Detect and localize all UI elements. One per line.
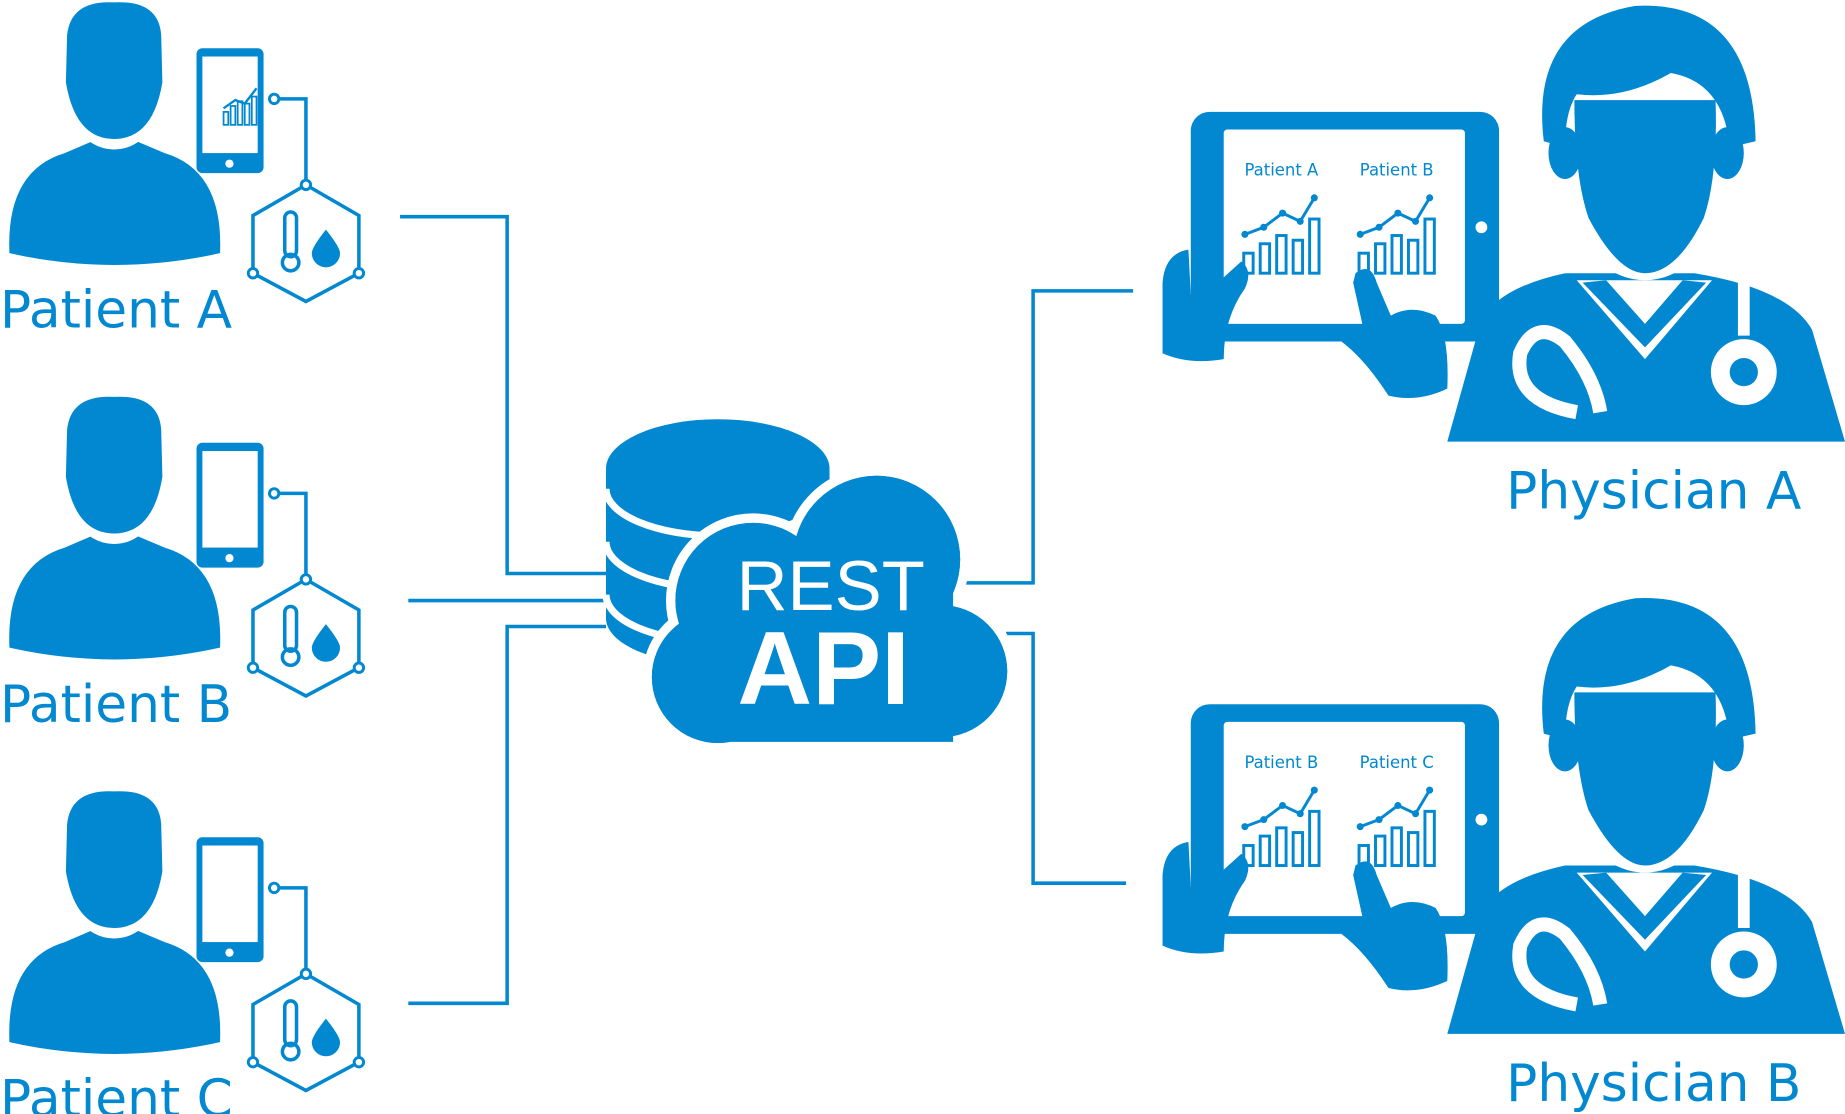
physician-node: Patient B Patient C Physician B	[1162, 597, 1845, 1114]
person-icon	[9, 791, 221, 1054]
patient-node: Patient C	[0, 791, 366, 1114]
connector-physician-b	[1006, 631, 1127, 885]
connectors	[400, 214, 1134, 1006]
patient-label: Patient C	[0, 1069, 233, 1114]
smartphone-icon	[196, 837, 264, 963]
connector-patient-a	[400, 214, 606, 576]
drop-icon	[311, 1018, 341, 1057]
mini-chart-icon	[1356, 194, 1436, 275]
mini-chart-icon	[1356, 786, 1436, 868]
left-hand-icon	[1162, 841, 1249, 954]
thermometer-icon	[282, 999, 299, 1048]
doctor-icon	[1447, 597, 1845, 1034]
person-icon	[9, 2, 221, 265]
cloud-icon	[642, 466, 1017, 753]
stethoscope-icon	[1512, 874, 1777, 1012]
connector-patient-c	[408, 624, 606, 1006]
pointing-hand-icon	[1341, 861, 1448, 991]
rest-api-hub: REST API	[602, 419, 1017, 753]
drop-icon	[311, 229, 341, 268]
tablet-patient-label: Patient B	[1360, 160, 1434, 179]
left-hand-icon	[1162, 249, 1249, 362]
mini-chart-icon	[1241, 194, 1321, 275]
stethoscope-icon	[1512, 282, 1777, 420]
patient-label: Patient A	[0, 280, 232, 340]
smartphone-icon	[196, 442, 264, 568]
patient-label: Patient B	[0, 675, 232, 735]
physician-label: Physician A	[1506, 462, 1801, 522]
sensor-hex-icon	[246, 573, 366, 698]
api-label-api: API	[737, 610, 910, 726]
tablet-icon: Patient B Patient C	[1190, 704, 1500, 934]
doctor-icon	[1447, 5, 1845, 442]
thermometer-icon	[282, 604, 299, 653]
physician-node: Patient A Patient B Physician A	[1162, 5, 1845, 522]
drop-icon	[311, 624, 341, 662]
connector-physician-a	[962, 289, 1134, 585]
patient-node: Patient B	[0, 396, 366, 735]
tablet-patient-label: Patient A	[1244, 160, 1319, 179]
thermometer-icon	[282, 210, 299, 259]
api-label-rest: REST	[737, 546, 925, 625]
mini-chart-icon	[1241, 786, 1321, 868]
tablet-patient-label: Patient C	[1360, 753, 1434, 772]
physician-label: Physician B	[1506, 1054, 1801, 1114]
patient-node: Patient A	[0, 2, 366, 340]
smartphone-icon	[196, 48, 264, 174]
sensor-hex-icon	[246, 178, 366, 304]
tablet-icon: Patient A Patient B	[1190, 111, 1500, 342]
tablet-patient-label: Patient B	[1244, 753, 1318, 772]
sensor-hex-icon	[246, 967, 366, 1093]
pointing-hand-icon	[1341, 268, 1448, 399]
person-icon	[9, 396, 221, 660]
